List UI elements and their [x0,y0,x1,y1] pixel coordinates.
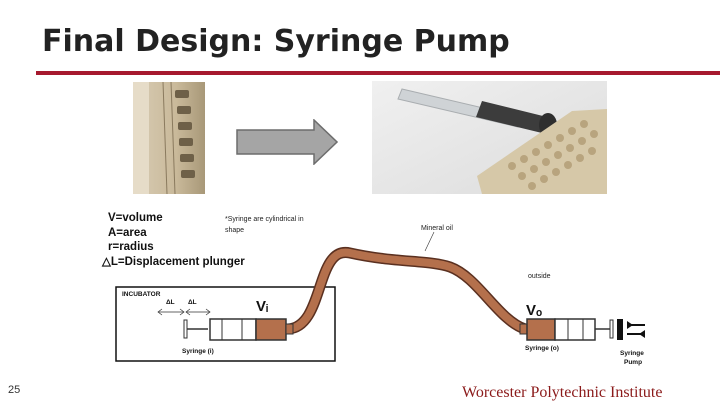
syringe-outside-label: Syringe (o) [525,345,559,352]
cylinder-note-line1: *Syringe are cylindrical in [225,216,304,223]
well-plate-side-photo [133,82,205,194]
v-outside-label: Vₒ [526,302,542,319]
syringe-pump-diagram: V=volume A=area r=radius △L=Displacement… [101,212,645,366]
delta-l-label-a: ΔL [166,299,175,306]
syringe-pump-label-line1: Syringe [620,350,644,357]
mineral-oil-tubing [284,248,529,333]
incubator-box [115,286,336,362]
title-underline [36,71,720,75]
cylinder-note-line2: shape [225,227,244,234]
displacement-arrows [157,308,211,316]
mineral-oil-label: Mineral oil [421,225,453,232]
legend-area: A=area [108,227,147,239]
footer-institution: Worcester Polytechnic Institute [462,384,663,401]
syringe-pump-label-line2: Pump [624,359,642,366]
delta-l-label-b: ΔL [188,299,197,306]
right-arrow-icon [236,119,338,165]
syringe-inside [183,318,294,341]
legend-radius: r=radius [108,241,154,253]
syringe-outside [519,318,614,341]
legend-volume: V=volume [108,212,163,224]
outside-label: outside [528,273,551,280]
syringe-inside-label: Syringe (i) [182,348,214,355]
incubator-label: INCUBATOR [122,291,161,298]
syringe-well-plate-photo [372,81,607,194]
slide-title: Final Design: Syringe Pump [42,24,510,59]
v-inside-label: Vᵢ [256,298,268,315]
syringe-pump-icon [617,319,645,340]
mineral-oil-pointer [424,231,435,252]
page-number: 25 [8,384,21,396]
legend-displacement: △L=Displacement plunger [101,256,245,268]
